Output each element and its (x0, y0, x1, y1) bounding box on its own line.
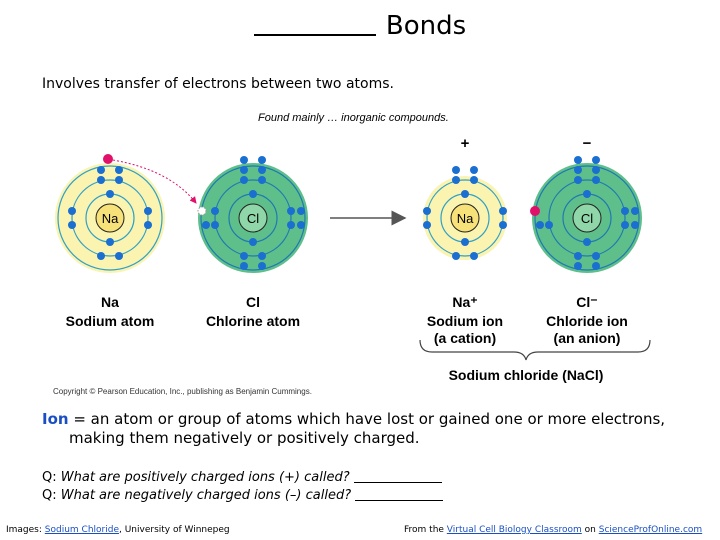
compound-brace (419, 339, 651, 361)
found-note: Found mainly … inorganic compounds. (258, 112, 449, 124)
ion-definition-line1: = an atom or group of atoms which have l… (68, 410, 666, 428)
sodium-atom: Na (55, 154, 165, 273)
label-cation: (a cation) (434, 330, 496, 346)
ionic-bond-diagram: Na Cl (55, 135, 651, 383)
footer-right-prefix: From the (404, 525, 447, 535)
question-text: What are negatively charged ions (–) cal… (60, 488, 352, 503)
chloride-ion-symbol: Cl (581, 211, 593, 226)
question-negative-ions: Q: What are negatively charged ions (–) … (42, 488, 444, 503)
title-text: Bonds (385, 11, 467, 41)
label-sodium-chloride: Sodium chloride (NaCl) (449, 367, 604, 383)
title-blank (253, 10, 376, 36)
footer-left-prefix: Images: (6, 525, 45, 535)
gained-electron (530, 206, 540, 216)
label-na-plus: Na⁺ (452, 294, 477, 310)
subtitle: Involves transfer of electrons between t… (42, 76, 394, 92)
footer-right-mid: on (581, 525, 599, 535)
ion-definition-line2: making them negatively or positively cha… (69, 429, 420, 447)
footer-source-credit: From the Virtual Cell Biology Classroom … (404, 525, 702, 535)
question-positive-ions: Q: What are positively charged ions (+) … (42, 470, 442, 485)
label-cl-minus: Cl⁻ (576, 294, 597, 310)
sodium-chloride-link[interactable]: Sodium Chloride (44, 525, 119, 535)
sodium-ion-symbol: Na (457, 211, 474, 226)
answer-blank (355, 488, 444, 501)
copyright-notice: Copyright © Pearson Education, Inc., pub… (53, 387, 312, 396)
question-label: Q: (42, 470, 57, 485)
label-cl: Cl (246, 294, 260, 310)
ion-definition: Ion = an atom or group of atoms which ha… (42, 410, 712, 448)
question-text: What are positively charged ions (+) cal… (60, 470, 350, 485)
scienceprofonline-link[interactable]: ScienceProfOnline.com (598, 525, 703, 535)
chloride-ion-charge: − (583, 135, 592, 152)
sodium-ion: + Na (423, 135, 507, 260)
label-chloride-ion: Chloride ion (546, 313, 628, 329)
transfer-electron (103, 154, 113, 164)
chloride-ion: − Cl (530, 135, 642, 273)
footer-image-credit: Images: Sodium Chloride, University of W… (6, 525, 230, 535)
sodium-ion-charge: + (461, 135, 470, 152)
label-anion: (an anion) (554, 330, 621, 346)
chlorine-atom-symbol: Cl (247, 211, 259, 226)
question-label: Q: (42, 488, 57, 503)
label-sodium-atom: Sodium atom (66, 313, 155, 329)
label-na: Na (101, 294, 119, 310)
answer-blank (353, 470, 442, 483)
chlorine-atom: Cl (197, 156, 308, 273)
ion-term: Ion (42, 410, 69, 428)
page-title: Bonds (0, 10, 720, 41)
label-chlorine-atom: Chlorine atom (206, 313, 300, 329)
sodium-atom-symbol: Na (102, 211, 119, 226)
virtual-cell-biology-link[interactable]: Virtual Cell Biology Classroom (446, 525, 582, 535)
footer-left-suffix: , University of Winnepeg (119, 525, 230, 535)
vacant-electron-slot (197, 206, 207, 216)
label-sodium-ion: Sodium ion (427, 313, 503, 329)
